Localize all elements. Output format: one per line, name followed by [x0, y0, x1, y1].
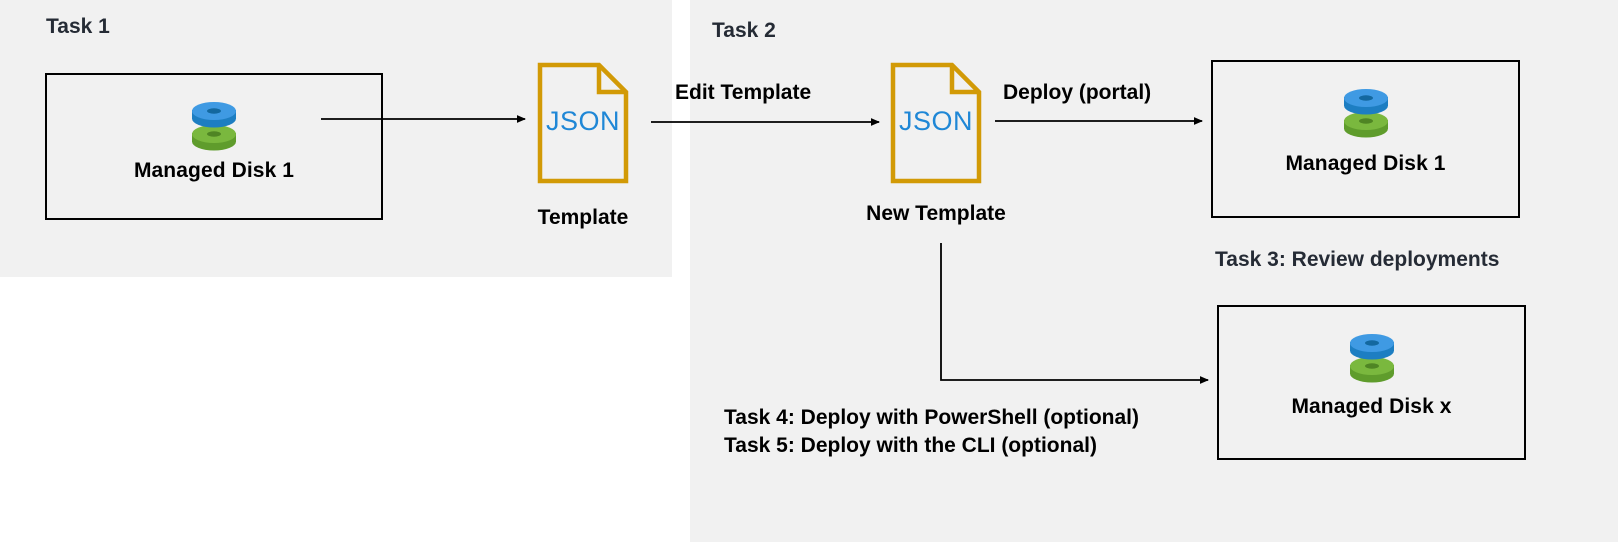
task2-label: Task 2 — [712, 19, 776, 42]
managed-disk-x-box[interactable]: Managed Disk x — [1217, 305, 1526, 460]
template-json-document[interactable]: JSON — [537, 62, 629, 184]
task45-label-group: Task 4: Deploy with PowerShell (optional… — [724, 404, 1139, 460]
task3-label: Task 3: Review deployments — [1215, 248, 1500, 271]
managed-disk-icon — [1337, 84, 1395, 140]
task5-label: Task 5: Deploy with the CLI (optional) — [724, 434, 1097, 457]
task1-label: Task 1 — [46, 15, 110, 38]
managed-disk-1-label-left: Managed Disk 1 — [133, 159, 295, 182]
template-caption: Template — [537, 206, 629, 229]
managed-disk-1-box-left[interactable]: Managed Disk 1 — [45, 73, 383, 220]
json-document-icon — [890, 62, 982, 184]
managed-disk-x-label: Managed Disk x — [1291, 395, 1452, 418]
deploy-portal-label: Deploy (portal) — [1003, 81, 1152, 104]
new-template-caption: New Template — [866, 202, 1006, 225]
task1-panel — [0, 0, 672, 277]
task4-label: Task 4: Deploy with PowerShell (optional… — [724, 406, 1139, 429]
managed-disk-1-box-right[interactable]: Managed Disk 1 — [1211, 60, 1520, 218]
managed-disk-icon — [185, 97, 243, 153]
edit-template-label: Edit Template — [675, 81, 812, 104]
new-template-json-document[interactable]: JSON — [890, 62, 982, 184]
managed-disk-icon — [1343, 329, 1401, 385]
managed-disk-1-label-right: Managed Disk 1 — [1285, 152, 1446, 175]
json-document-icon — [537, 62, 629, 184]
